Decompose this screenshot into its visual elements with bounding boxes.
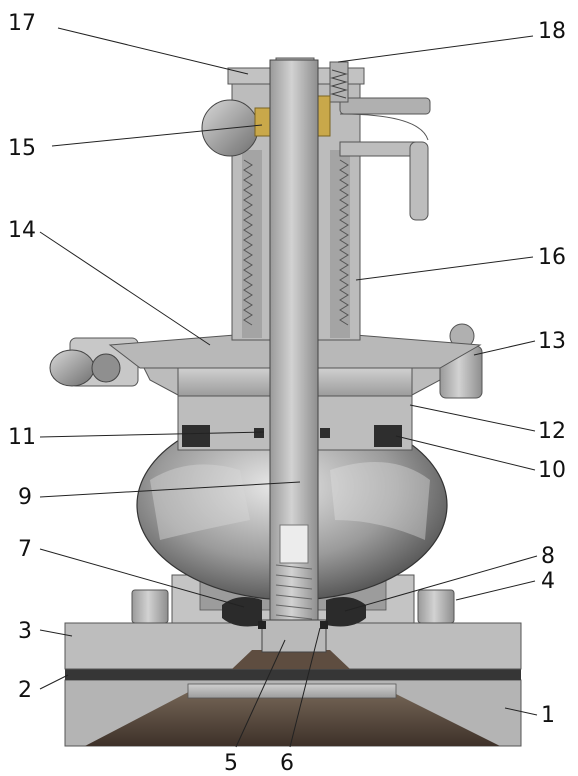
- label-7: 7: [18, 537, 32, 562]
- base-flange-part-1: [64, 679, 522, 747]
- label-17: 17: [8, 11, 36, 36]
- leader-lines: [39, 27, 538, 748]
- label-11: 11: [8, 425, 36, 450]
- label-8: 8: [541, 544, 555, 569]
- label-12: 12: [538, 419, 566, 444]
- label-6: 6: [280, 751, 294, 776]
- label-18: 18: [538, 19, 566, 44]
- valve-stem-part-9: [269, 59, 319, 631]
- label-16: 16: [538, 245, 566, 270]
- seal-rings-part-7-8: [222, 596, 366, 627]
- label-1: 1: [541, 703, 555, 728]
- handle-lever: [339, 97, 431, 221]
- o-rings-part-6: [258, 621, 328, 629]
- label-5: 5: [224, 751, 238, 776]
- label-3: 3: [18, 619, 32, 644]
- label-2: 2: [18, 678, 32, 703]
- spring-screw-part-18: [329, 61, 349, 103]
- label-13: 13: [538, 329, 566, 354]
- part-number-labels: 17 18 15 14 16 13 11 12 10 9 7 8 4 3 2 1…: [8, 11, 566, 776]
- bolt-nuts-part-4: [131, 589, 455, 624]
- label-9: 9: [18, 485, 32, 510]
- label-10: 10: [538, 458, 566, 483]
- valve-plug-part-5: [261, 619, 327, 653]
- brass-bushing-part-15: [254, 95, 331, 137]
- gasket-part-2: [65, 669, 521, 680]
- label-15: 15: [8, 136, 36, 161]
- label-14: 14: [8, 218, 36, 243]
- label-4: 4: [541, 569, 555, 594]
